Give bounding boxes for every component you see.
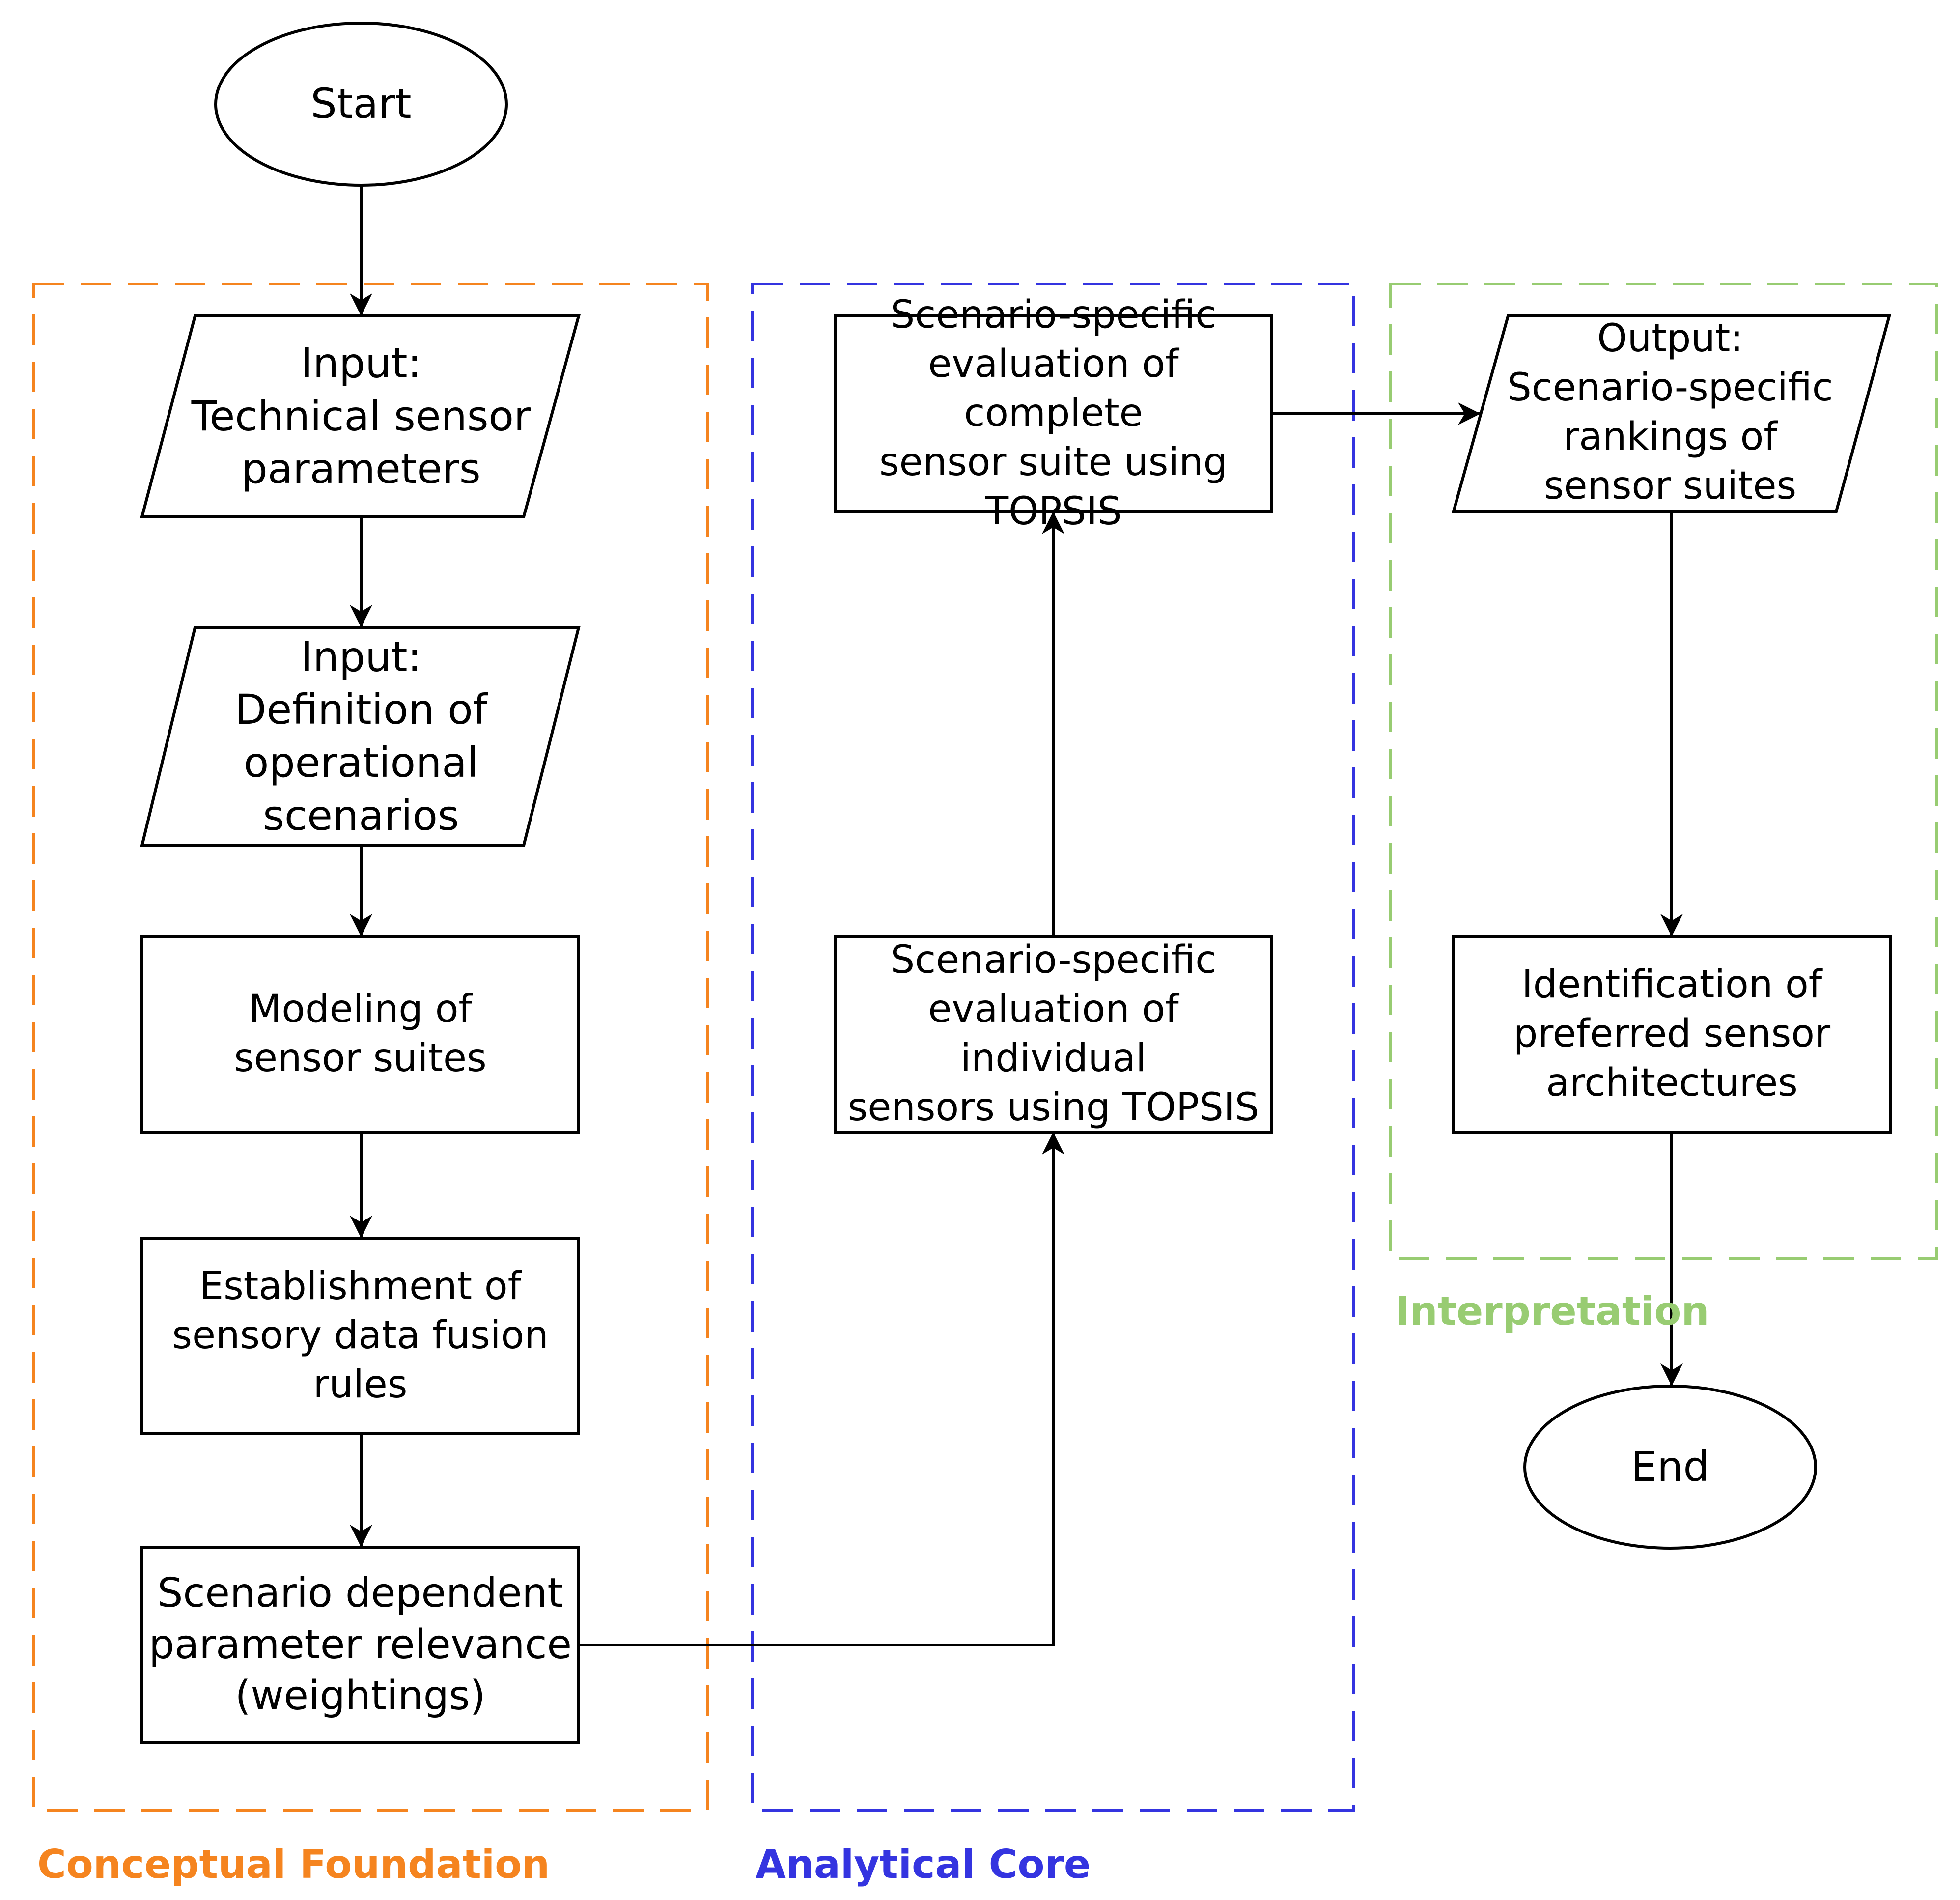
arrow-weightings-to-eval-individual: [579, 1132, 1064, 1646]
eval-suite-node: [834, 314, 1273, 513]
group-label-conceptual: Conceptual Foundation: [37, 1842, 550, 1887]
group-interpretation: [1389, 283, 1938, 1260]
eval-individual-label: Scenario-specific evaluation of individu…: [847, 938, 1260, 1130]
modeling-label: Modeling of sensor suites: [234, 987, 487, 1080]
input-parameters-node: [140, 314, 581, 518]
output-rankings-node: [1452, 314, 1891, 513]
weightings-label: Scenario dependent parameter relevance (…: [149, 1569, 572, 1720]
eval-suite-label: Scenario-specific evaluation of complete…: [879, 293, 1228, 534]
weightings-node: [140, 1546, 580, 1744]
eval-individual-node: [834, 935, 1273, 1134]
fusion-rules-label: Establishment of sensory data fusion rul…: [172, 1264, 549, 1407]
group-label-analytical: Analytical Core: [756, 1842, 1091, 1887]
start-label: Start: [310, 80, 412, 128]
group-analytical-core: [751, 283, 1355, 1812]
group-label-interpretation: Interpretation: [1395, 1288, 1709, 1334]
input-scenarios-node: [140, 626, 581, 847]
input-scenarios-label: Input: Definition of operational scenari…: [234, 632, 488, 840]
input-parameters-label: Input: Technical sensor parameters: [191, 339, 531, 493]
fusion-rules-node: [140, 1237, 580, 1435]
output-rankings-label: Output: Scenario-specific rankings of se…: [1507, 316, 1833, 508]
identification-label: Identification of preferred sensor archi…: [1513, 963, 1831, 1105]
end-label: End: [1631, 1443, 1709, 1491]
modeling-node: [140, 935, 580, 1134]
group-conceptual-foundation: [32, 283, 709, 1812]
identification-node: [1452, 935, 1892, 1134]
